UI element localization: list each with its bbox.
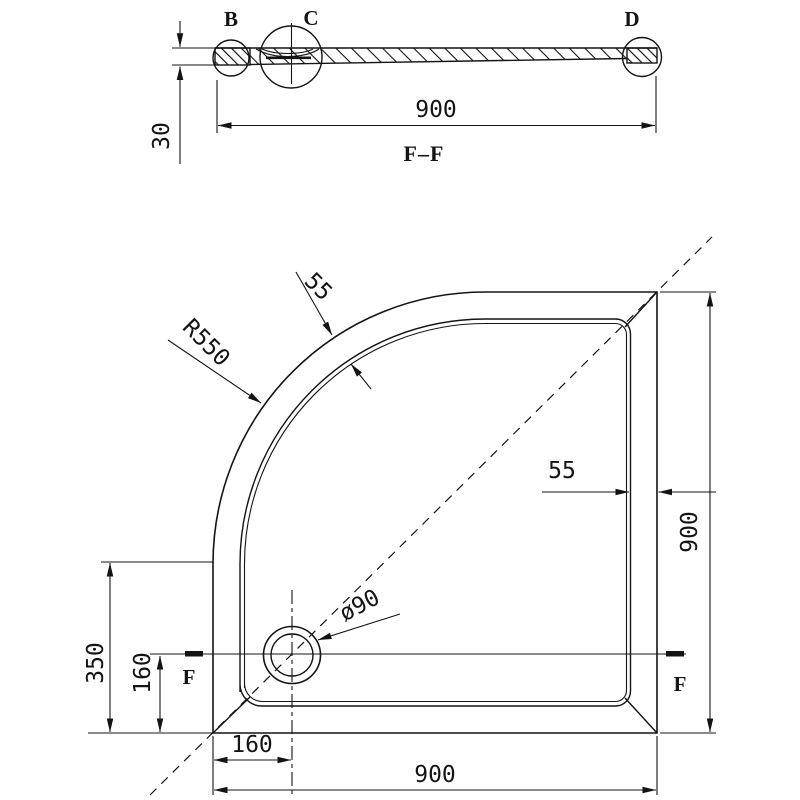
section-floor-band xyxy=(250,48,627,65)
detail-label-c: C xyxy=(303,6,318,30)
diagonal-centerline xyxy=(149,236,713,796)
detail-circle-d xyxy=(621,36,663,78)
section-title: F–F xyxy=(404,141,445,166)
chamfer-top-right xyxy=(624,291,658,328)
section-cut-tick-left xyxy=(185,651,203,657)
detail-label-d: D xyxy=(624,7,639,31)
chamfer-bottom-right xyxy=(624,697,658,734)
section-marker-left: F xyxy=(183,665,196,689)
tray-inner-outline-inner xyxy=(243,322,628,703)
chamfer-bottom-left xyxy=(212,696,251,734)
section-cut-tick-right xyxy=(666,651,684,657)
dim-900-right-text: 900 xyxy=(677,511,703,553)
tray-outer-outline xyxy=(212,291,658,734)
detail-circle-b xyxy=(212,39,250,77)
section-floor-bottom-edge xyxy=(249,57,628,66)
detail-label-b: B xyxy=(224,7,238,31)
dim-160-left-text: 160 xyxy=(130,652,156,694)
plan-view: F F R550 55 55 900 350 160 160 900 xyxy=(83,236,716,796)
dim-55-arc-text: 55 xyxy=(299,268,337,306)
dim-900-section-text: 900 xyxy=(415,97,457,123)
tray-inner-outline-outer xyxy=(239,318,632,707)
dim-drain-leader xyxy=(317,613,401,641)
section-marker-right: F xyxy=(674,672,687,696)
dim-r550-leader xyxy=(167,339,262,404)
section-drain-recess-inner xyxy=(261,48,314,55)
dim-55-arc-outer-arrow xyxy=(295,271,333,336)
dim-900-bottom-text: 900 xyxy=(414,762,456,788)
dim-drain-text: ø90 xyxy=(335,585,384,627)
dim-55-arc-inner-arrow xyxy=(350,363,372,390)
section-left-rim-block xyxy=(214,47,251,66)
dim-350-text: 350 xyxy=(83,642,109,684)
dim-r550-text: R550 xyxy=(177,314,235,372)
dim-30-text: 30 xyxy=(149,122,175,150)
section-right-rim-block xyxy=(626,47,658,64)
dim-160-bottom-text: 160 xyxy=(231,732,273,758)
section-view: B C D 30 900 F–F xyxy=(149,6,663,166)
dim-55-right-text: 55 xyxy=(548,458,576,484)
